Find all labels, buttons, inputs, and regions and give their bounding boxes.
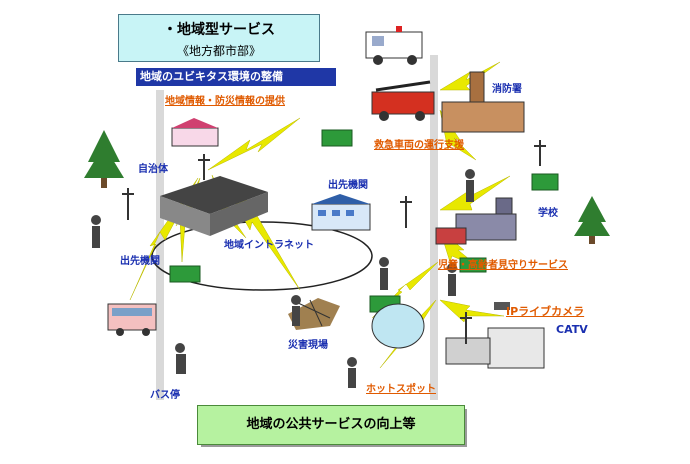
ubiquitous-banner: 地域のユビキタス環境の整備 <box>136 68 336 86</box>
label-emergency: 救急車両の運行支援 <box>374 140 464 151</box>
label-bus-stop: バス停 <box>150 390 180 401</box>
pole-right <box>430 55 438 400</box>
label-branch-office-2: 出先機関 <box>120 256 160 267</box>
title-sub: 《地方都市部》 <box>176 44 261 58</box>
branch-office-building <box>311 194 371 231</box>
disaster-scene <box>288 298 340 330</box>
label-intranet: 地域イントラネット <box>224 240 314 251</box>
label-jichitai: 自治体 <box>138 164 168 175</box>
ambulance <box>365 26 423 65</box>
fire-truck <box>371 80 435 121</box>
city-hall-building <box>160 176 268 236</box>
label-branch-office-1: 出先機関 <box>328 180 368 191</box>
label-monitoring: 児童・高齢者見守りサービス <box>438 260 568 271</box>
bottom-summary-box: 地域の公共サービスの向上等 <box>197 405 465 445</box>
label-info-provision: 地域情報・防災情報の提供 <box>165 96 285 107</box>
catv-building <box>445 302 545 369</box>
label-fire-station: 消防署 <box>492 84 522 95</box>
label-disaster: 災害現場 <box>288 340 328 351</box>
label-catv: CATV <box>556 323 588 336</box>
school-building <box>435 197 517 245</box>
label-ip-camera: IPライブカメラ <box>506 305 585 318</box>
title-main: ・地域型サービス <box>163 22 275 38</box>
label-hotspot: ホットスポット <box>366 384 436 395</box>
antennas <box>122 140 546 344</box>
label-school: 学校 <box>538 208 558 219</box>
fire-station <box>441 71 525 133</box>
pole-left <box>156 90 164 400</box>
tree-right <box>574 196 610 244</box>
tree-left <box>84 130 124 188</box>
title-box: ・地域型サービス 《地方都市部》 <box>118 14 320 62</box>
intranet-ring <box>151 221 373 291</box>
hotspot-area <box>371 303 425 349</box>
info-building <box>171 118 219 147</box>
people <box>91 169 475 388</box>
bus <box>107 303 157 336</box>
